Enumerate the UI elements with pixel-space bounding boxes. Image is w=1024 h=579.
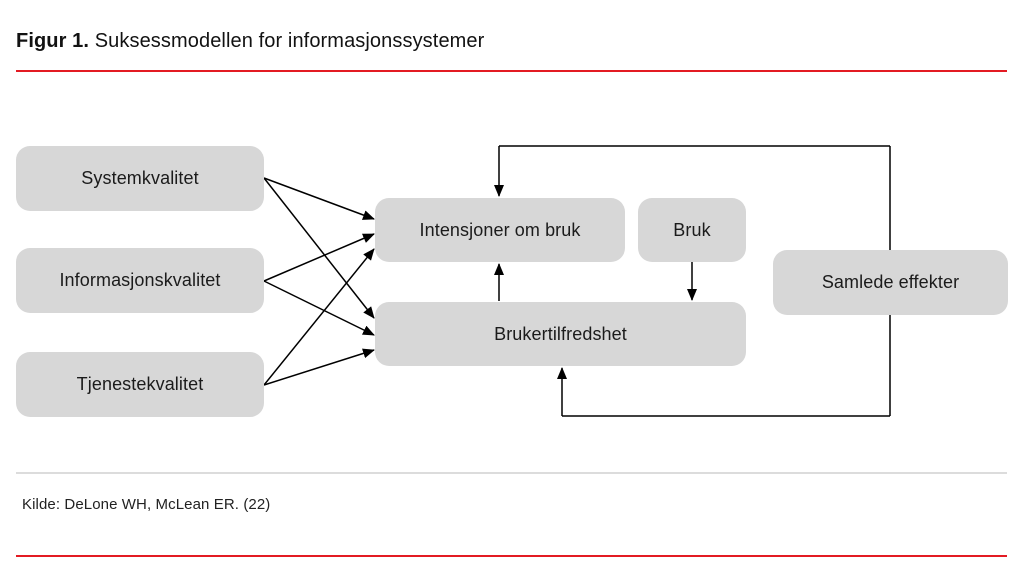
figure-title: Figur 1. Suksessmodellen for informasjon… xyxy=(16,30,484,53)
node-informasjonskvalitet-label: Informasjonskvalitet xyxy=(59,270,221,290)
node-brukertilfredshet: Brukertilfredshet xyxy=(375,302,746,366)
source-citation: Kilde: DeLone WH, McLean ER. (22) xyxy=(22,496,271,513)
top-red-rule xyxy=(16,70,1007,72)
node-intensjoner-om-bruk-label: Intensjoner om bruk xyxy=(419,219,581,240)
node-bruk-label: Bruk xyxy=(673,219,711,240)
node-samlede-effekter: Samlede effekter xyxy=(773,250,1008,315)
node-informasjonskvalitet: Informasjonskvalitet xyxy=(16,248,264,313)
arrow-systemkvalitet-to-brukertilfredshet xyxy=(263,177,375,319)
source-divider xyxy=(16,472,1007,474)
figure-label: Figur 1. xyxy=(16,30,90,52)
bottom-red-rule xyxy=(16,555,1007,557)
arrow-tjenestekvalitet-to-intensjoner xyxy=(263,248,375,386)
node-samlede-effekter-label: Samlede effekter xyxy=(821,272,960,292)
node-intensjoner-om-bruk: Intensjoner om bruk xyxy=(375,198,625,262)
figure-title-text: Suksessmodellen for informasjonssystemer xyxy=(94,30,485,52)
node-systemkvalitet-label: Systemkvalitet xyxy=(81,168,199,188)
arrow-tjenestekvalitet-to-brukertilfredshet xyxy=(263,348,375,386)
node-tjenestekvalitet-label: Tjenestekvalitet xyxy=(76,374,204,394)
arrow-systemkvalitet-to-intensjoner xyxy=(263,177,375,220)
arrow-informasjonskvalitet-to-intensjoner xyxy=(263,233,375,282)
node-bruk: Bruk xyxy=(638,198,746,262)
arrow-informasjonskvalitet-to-brukertilfredshet xyxy=(263,280,375,336)
node-brukertilfredshet-label: Brukertilfredshet xyxy=(494,323,627,344)
node-tjenestekvalitet: Tjenestekvalitet xyxy=(16,352,264,417)
node-systemkvalitet: Systemkvalitet xyxy=(16,146,264,211)
